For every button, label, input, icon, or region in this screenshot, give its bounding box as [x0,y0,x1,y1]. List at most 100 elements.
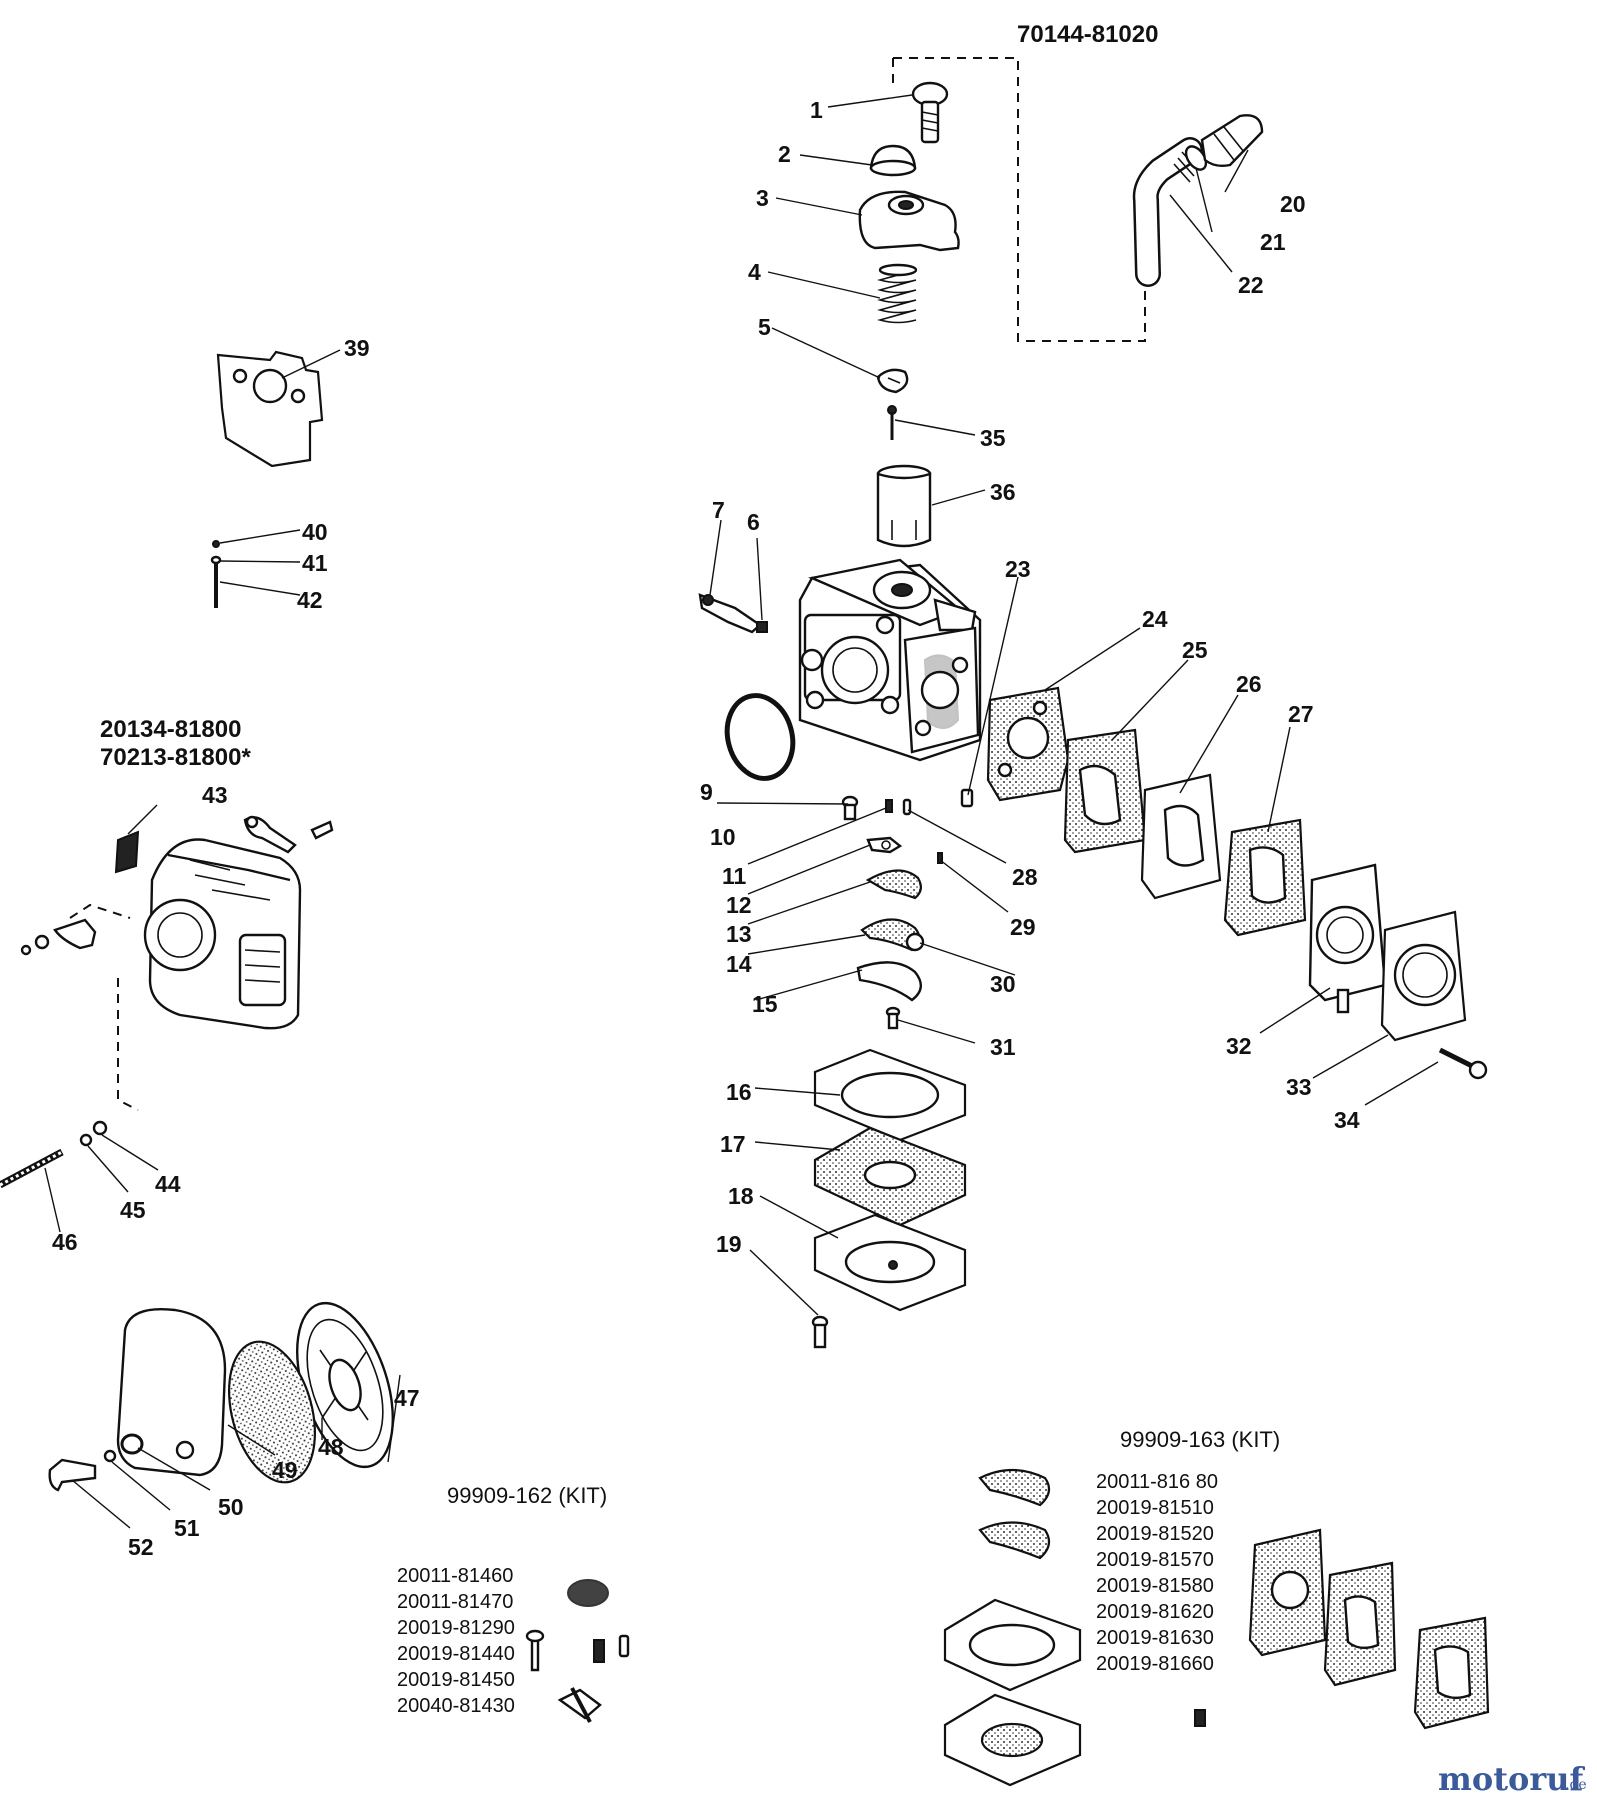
part-19-screw [811,1315,829,1349]
part-34-screw [1438,1047,1488,1080]
kit-163-title: 99909-163 (KIT) [1120,1427,1280,1452]
part-28-needle [902,798,912,816]
part-1-screw [911,81,949,144]
kit-162-part-list: 20011-81460 20011-81470 20019-81290 20019-8… [397,1565,515,1717]
part-3-lever [858,190,960,252]
kit-part-number: 20011-81460 [397,1565,513,1587]
callout-10: 10 [710,824,736,850]
kit-part-number: 20011-81470 [397,1591,513,1613]
callout-28: 28 [1012,864,1038,890]
callout-36: 36 [990,479,1016,505]
callout-15: 15 [752,991,778,1017]
part-27-gasket [1223,818,1307,937]
kit-part-number: 20019-81660 [1096,1653,1214,1675]
part-4-spring [877,263,918,324]
part-47-filter-plate [295,1301,395,1469]
part-31-screw [885,1006,901,1030]
assembly-70144-81020: 70144-81020 [892,21,1158,342]
callout-52: 52 [128,1534,154,1560]
callout-16: 16 [726,1079,752,1105]
callout-42: 42 [297,587,323,613]
callout-22: 22 [1238,272,1264,298]
callout-39: 39 [344,335,370,361]
callout-48: 48 [318,1434,344,1460]
callout-13: 13 [726,921,752,947]
parts-40-42-pin [210,540,222,608]
kit-162-pictures [525,1579,630,1723]
kit-part-number: 20019-81520 [1096,1523,1214,1545]
callout-18: 18 [728,1183,754,1209]
callout-35: 35 [980,425,1006,451]
kit-part-number: 20019-81450 [397,1669,515,1691]
callout-40: 40 [302,519,328,545]
callout-34: 34 [1334,1107,1360,1133]
callout-47: 47 [394,1385,420,1411]
part-9-o-ring [724,693,796,781]
part-29-pin [937,852,943,864]
part-51-washer [103,1449,117,1463]
part-24-gasket [986,686,1070,802]
kit-162-title: 99909-162 (KIT) [447,1483,607,1508]
callout-27: 27 [1288,701,1314,727]
kit-163-pictures [943,1468,1490,1787]
callout-20: 20 [1280,191,1306,217]
part-43-label [114,830,140,874]
callout-11: 11 [722,863,747,889]
part-39-gasket [216,350,324,468]
part-2-cap [869,144,917,177]
callout-4: 4 [748,259,761,285]
part-6-spring [756,621,768,633]
part-35-pin [887,405,897,440]
kit-part-number: 20040-81430 [397,1695,515,1717]
callout-3: 3 [756,185,769,211]
callout-31: 31 [990,1034,1016,1060]
assembly-number-top: 70144-81020 [1017,21,1158,48]
callout-23: 23 [1005,556,1031,582]
callout-51: 51 [174,1515,200,1541]
part-32-pump-body [1308,863,1387,1014]
part-49-filter-cover [116,1308,227,1477]
watermark-logo: motoruf .de [1438,1760,1587,1798]
callout-labels: 1234567910111213141516171819202122232425… [52,97,1360,1560]
kit-part-number: 20019-81440 [397,1643,515,1665]
part-23-check-valve [960,788,974,808]
callout-26: 26 [1236,671,1262,697]
callout-21: 21 [1260,229,1286,255]
part-46-bolt [0,1148,64,1189]
kit-part-number: 20019-81290 [397,1617,515,1639]
part-17-diaphragm [813,1126,967,1227]
callout-43: 43 [202,782,228,808]
part-12-lever [866,836,903,854]
callout-45: 45 [120,1197,146,1223]
kit-part-number: 20019-81630 [1096,1627,1214,1649]
leader-lines [44,94,1439,1529]
kit-part-number: 20019-81580 [1096,1575,1214,1597]
assembly-number-left-alt: 70213-81800* [100,744,251,771]
air-box-housing [143,838,302,1030]
part-33-cover [1380,910,1467,1042]
assembly-bracket-top [893,57,1146,342]
callout-2: 2 [778,141,791,167]
callout-7: 7 [712,497,725,523]
callout-25: 25 [1182,637,1208,663]
callout-30: 30 [990,971,1016,997]
choke-lever-parts [20,903,131,956]
part-15-plate [856,961,922,1002]
carburetor-body [798,558,982,762]
kit-part-number: 20019-81620 [1096,1601,1214,1623]
part-45-washer [79,1133,93,1147]
part-5-clip [876,368,909,394]
part-52-knob [48,1458,97,1492]
watermark-text: motoruf [1438,1760,1585,1798]
part-13-gasket [865,869,922,900]
callout-12: 12 [726,892,752,918]
assembly-bracket-left [117,978,139,1111]
part-50-o-ring [120,1433,144,1455]
part-22-fuel-pipe [1132,137,1203,287]
part-11-pin [885,799,893,813]
part-14-diaphragm [860,918,925,952]
part-44-washer [92,1120,108,1136]
callout-49: 49 [272,1457,298,1483]
part-7-adjuster [698,593,762,634]
